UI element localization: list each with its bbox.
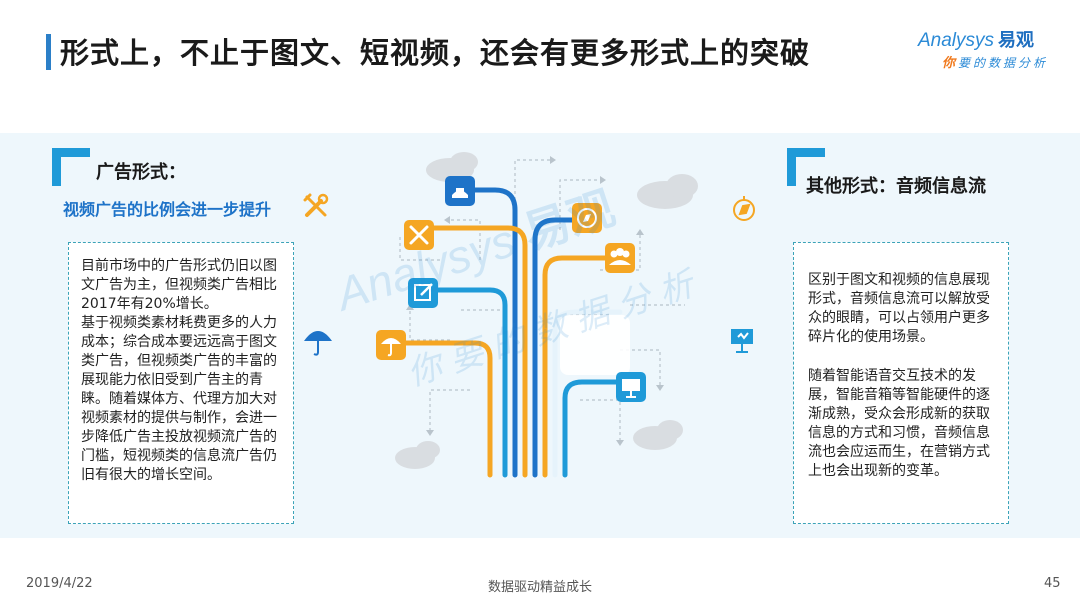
presentation-icon — [616, 372, 646, 402]
left-paragraph-2: 基于视频类素材耗费更多的人力成本；综合成本要远远高于图文类广告，但视频类广告的丰… — [81, 315, 277, 483]
right-paragraph-1: 区别于图文和视频的信息展现形式，音频信息流可以解放受众的眼睛，可以占领用户更多碎… — [808, 272, 990, 345]
left-subheading: 视频广告的比例会进一步提升 — [63, 200, 272, 219]
logo-tagline: 你要的数据分析 — [942, 52, 1048, 71]
media-tree-illustration — [303, 152, 755, 478]
umbrella-tile-icon — [376, 330, 406, 360]
footer-slogan: 数据驱动精益成长 — [487, 580, 592, 595]
users-icon — [605, 243, 635, 273]
compass-outline-icon — [733, 196, 755, 221]
left-heading: 广告形式： — [96, 162, 186, 183]
right-text-box: 区别于图文和视频的信息展现形式，音频信息流可以解放受众的眼睛，可以占领用户更多碎… — [793, 242, 1009, 524]
logo-brand-en: Analysys — [918, 30, 995, 51]
title-accent-bar — [46, 34, 51, 70]
page-title: 形式上，不止于图文、短视频，还会有更多形式上的突破 — [60, 36, 811, 70]
umbrella-icon — [303, 331, 333, 356]
tools-icon — [303, 193, 329, 217]
arrow-heads — [406, 156, 664, 446]
page-number: 45 — [1044, 576, 1061, 591]
white-tile — [560, 315, 630, 375]
logo-tagline-text: 要的数据分析 — [958, 56, 1049, 70]
tools-tile-icon — [404, 220, 434, 250]
logo-tagline-accent: 你 — [942, 56, 959, 71]
edit-icon — [408, 278, 438, 308]
left-text-box: 目前市场中的广告形式仍旧以图文广告为主，但视频类广告相比2017年有20%增长。… — [68, 242, 294, 524]
logo-brand-cn: 易观 — [998, 30, 1035, 51]
right-corner-mark — [787, 148, 825, 186]
phone-icon — [445, 176, 475, 206]
compass-icon — [572, 203, 602, 233]
easel-icon — [731, 329, 753, 353]
cloud-shapes — [395, 152, 698, 469]
right-paragraph-2: 随着智能语音交互技术的发展，智能音箱等智能硬件的逐渐成熟，受众会形成新的获取信息… — [808, 368, 990, 479]
left-corner-mark — [52, 148, 90, 186]
footer-date: 2019/4/22 — [26, 576, 93, 591]
left-paragraph-1: 目前市场中的广告形式仍旧以图文广告为主，但视频类广告相比2017年有20%增长。 — [81, 258, 277, 312]
right-heading: 其他形式：音频信息流 — [806, 176, 986, 197]
